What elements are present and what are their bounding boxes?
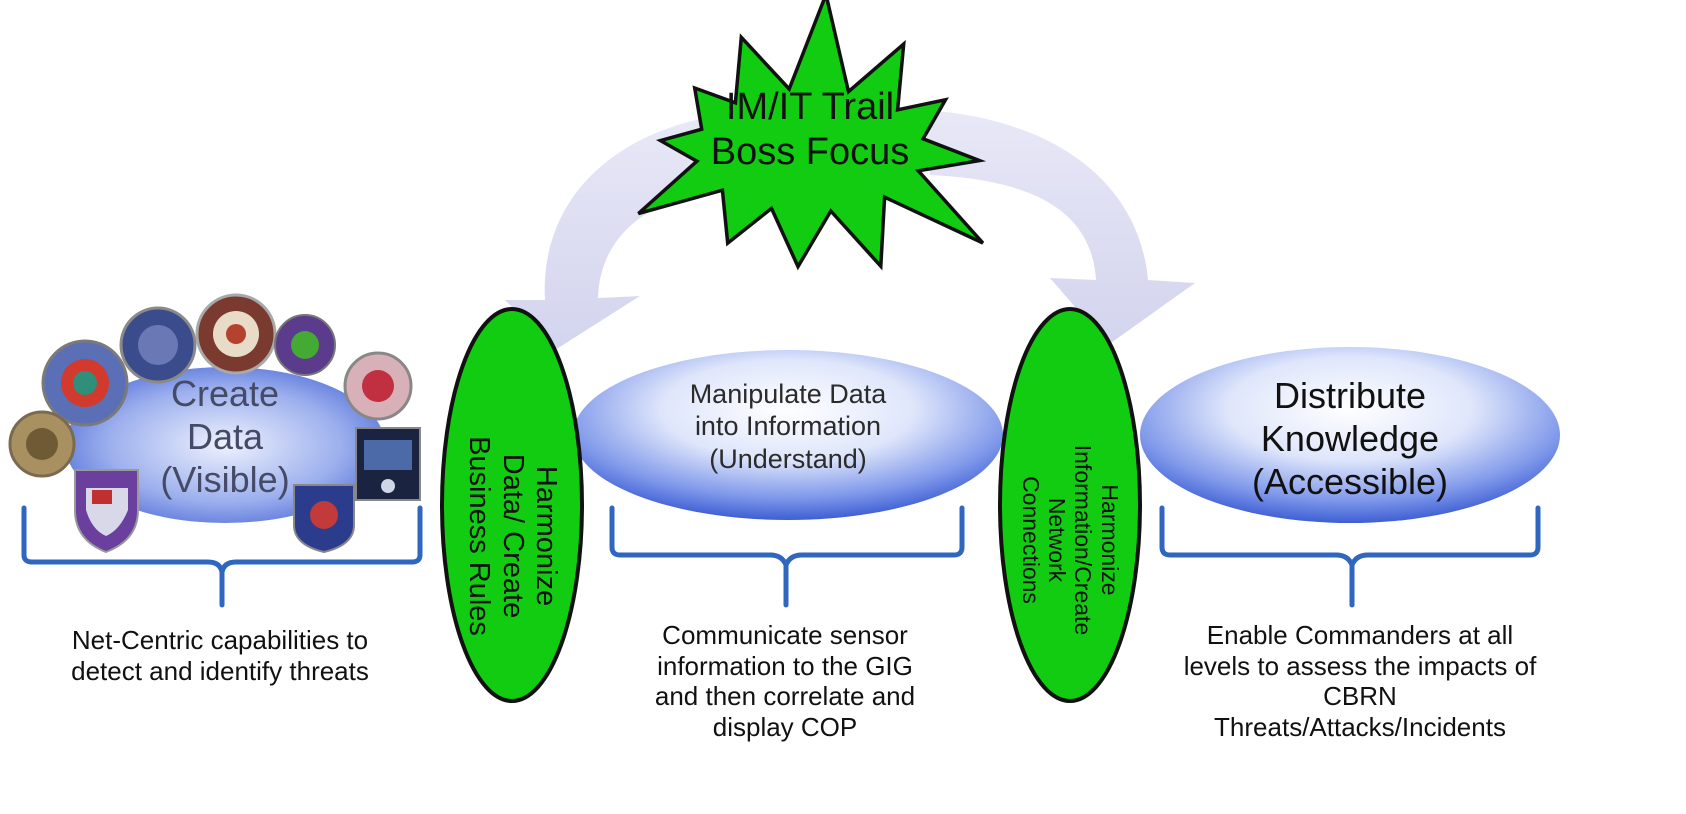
bracket-create: [21, 505, 423, 608]
caption-distribute-line1: Enable Commanders at all: [1206, 620, 1514, 650]
caption-distribute: Enable Commanders at all levels to asses…: [1160, 620, 1560, 743]
focus-starburst: [637, 0, 987, 271]
caption-manipulate: Communicate sensor information to the GI…: [620, 620, 950, 743]
harmonize-2-line3: Network: [1044, 497, 1070, 583]
curved-arrow-left: [505, 115, 730, 350]
caption-create-line1: Net-Centric capabilities to: [71, 625, 369, 655]
caption-manipulate-line2: information to the GIG: [657, 650, 913, 681]
harmonize-2-line2: Information/Create: [1070, 444, 1097, 636]
harmonize-1-label: Harmonize Data/ Create Business Rules: [454, 386, 570, 686]
caption-distribute-line2: levels to assess the impacts of: [1183, 650, 1537, 681]
harmonize-2-label: Harmonize Information/Create Network Con…: [1000, 390, 1140, 690]
caption-manipulate-line4: display COP: [712, 712, 858, 743]
stage-manipulate-line3: (Understand): [709, 443, 867, 474]
harmonize-oval-2: [998, 307, 1142, 703]
stage-create-line3: (Visible): [160, 459, 290, 501]
stage-create-line2: Data: [186, 416, 264, 458]
harmonize-2-line1: Harmonize: [1096, 484, 1123, 596]
stage-distribute-line2: Knowledge: [1260, 418, 1440, 460]
stage-create-line1: Create: [170, 373, 280, 414]
caption-distribute-line3: CBRN: [1323, 681, 1397, 712]
bracket-manipulate: [609, 505, 965, 608]
caption-create-line2: detect and identify threats: [71, 655, 369, 686]
harmonize-1-line1: Harmonize: [530, 465, 563, 607]
stage-manipulate-line1: Manipulate Data: [689, 379, 887, 409]
focus-burst-line1: IM/IT Trail: [725, 86, 895, 128]
harmonize-1-line2: Data/ Create: [496, 453, 529, 619]
stage-manipulate-line2: into Information: [694, 411, 882, 442]
curved-arrow-right: [925, 110, 1195, 345]
stage-distribute-line1: Distribute: [1273, 375, 1427, 416]
caption-manipulate-line3: and then correlate and: [654, 681, 916, 712]
bracket-distribute: [1159, 505, 1541, 608]
stage-oval-distribute: [1140, 347, 1560, 523]
stage-distribute-label: Distribute Knowledge (Accessible): [1180, 374, 1520, 504]
stage-oval-manipulate: [573, 350, 1003, 520]
stage-distribute-line3: (Accessible): [1251, 461, 1449, 503]
harmonize-1-line3: Business Rules: [463, 436, 496, 636]
stage-manipulate-label: Manipulate Data into Information (Unders…: [628, 378, 948, 475]
caption-distribute-line4: Threats/Attacks/Incidents: [1214, 712, 1506, 743]
agency-emblems: [8, 293, 421, 554]
caption-create: Net-Centric capabilities to detect and i…: [40, 625, 400, 686]
harmonize-2-line4: Connections: [1017, 476, 1044, 604]
focus-burst-label: IM/IT Trail Boss Focus: [650, 85, 970, 175]
harmonize-oval-1: [440, 307, 584, 703]
focus-burst-line2: Boss Focus: [710, 130, 910, 173]
stage-create-label: Create Data (Visible): [95, 372, 355, 502]
caption-manipulate-line1: Communicate sensor: [662, 620, 908, 650]
